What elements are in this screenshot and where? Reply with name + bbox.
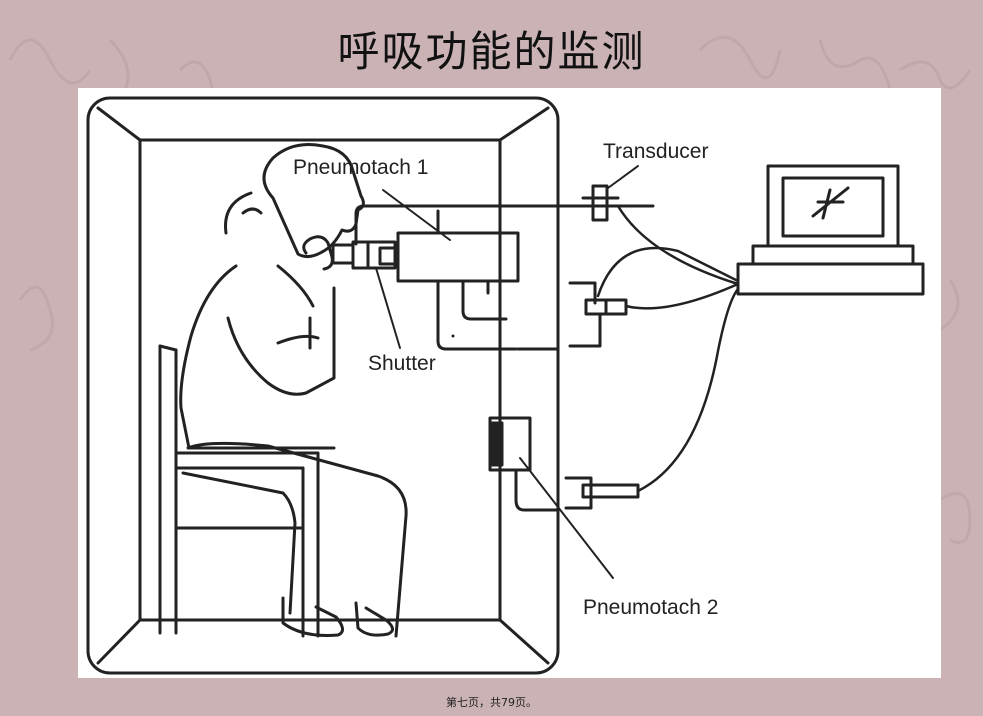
booth-corner-tr <box>498 106 550 142</box>
slide-title: 呼吸功能的监测 <box>337 27 646 76</box>
label-shutter: Shutter <box>368 352 436 375</box>
label-transducer: Transducer <box>603 140 709 163</box>
transducer-middle <box>556 281 628 348</box>
booth-outer-frame <box>86 96 560 675</box>
diagram-figure: Pneumotach 1 Transducer Shutter Pneumota… <box>78 88 941 678</box>
label-pneumotach-1: Pneumotach 1 <box>293 156 429 179</box>
seated-person <box>179 143 408 638</box>
slide-footer: 第七页，共79页。 <box>446 696 537 709</box>
tubing <box>354 204 560 351</box>
transducer-top <box>556 184 655 222</box>
body-plethysmograph-diagram <box>86 96 925 675</box>
leader-lines <box>375 165 639 579</box>
chair <box>158 344 320 638</box>
signal-cables <box>596 204 740 493</box>
transducer-bottom <box>564 476 640 510</box>
oscilloscope <box>736 164 925 296</box>
label-pneumotach-2: Pneumotach 2 <box>583 596 719 619</box>
booth-corner-tl <box>96 106 142 142</box>
pneumotach-2-box <box>488 416 560 512</box>
mouthpiece-assembly <box>331 231 520 283</box>
booth-corner-bl <box>96 618 142 665</box>
booth-inner-frame <box>138 138 502 622</box>
booth-corner-br <box>498 618 550 665</box>
